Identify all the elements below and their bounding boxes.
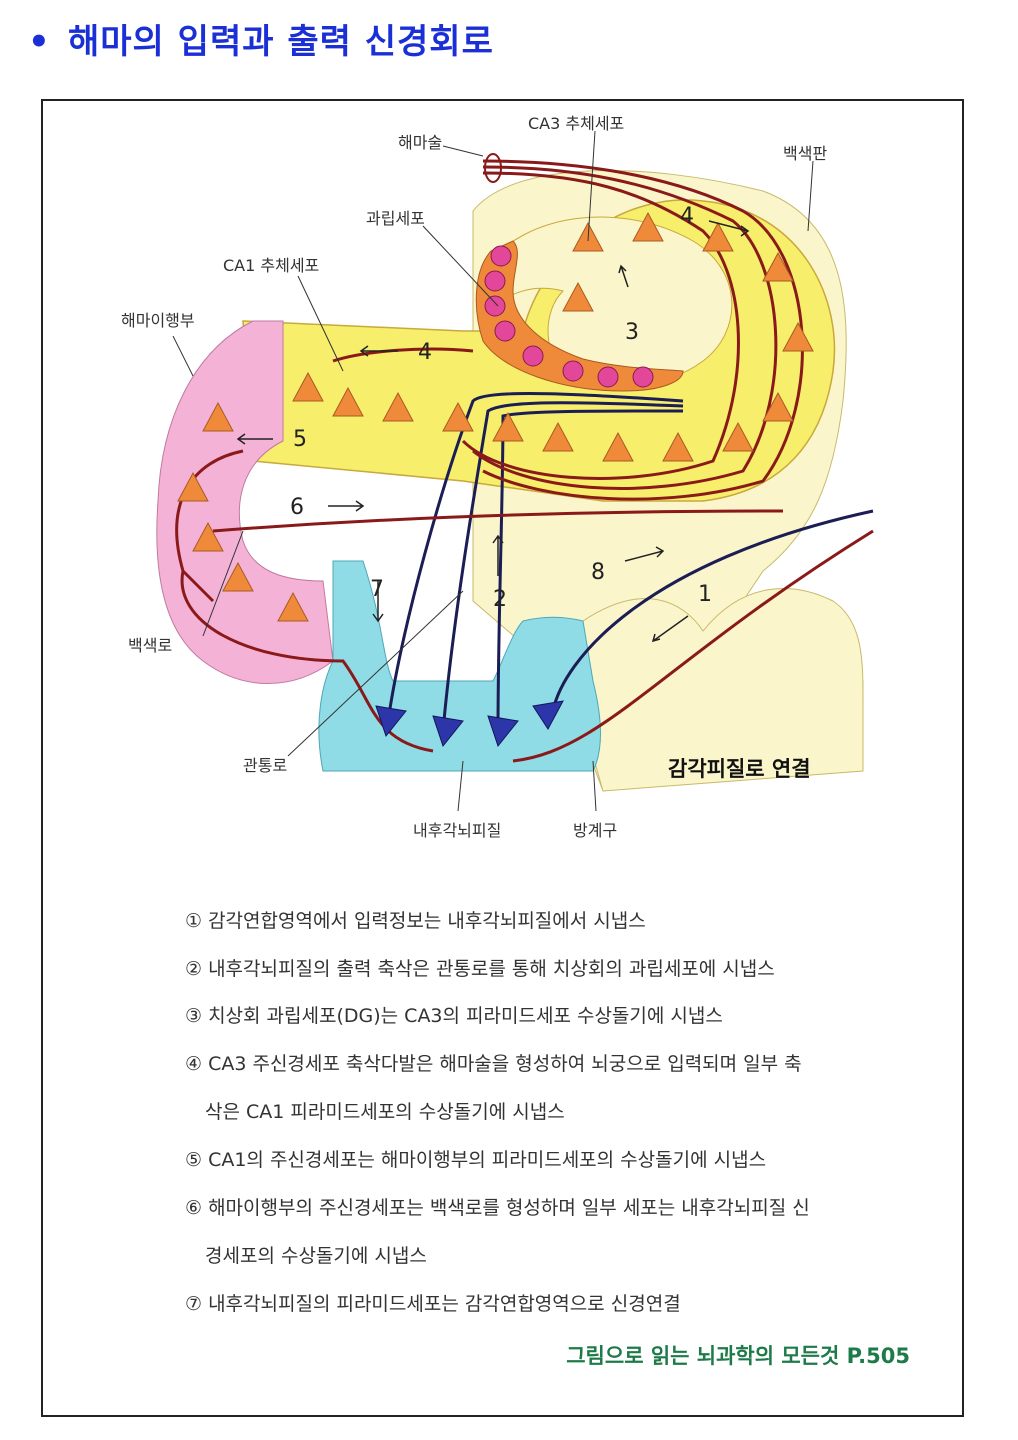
note-6b: 경세포의 수상돌기에 시냅스 (205, 1245, 427, 1267)
orange-pyramidal-cells (177, 211, 814, 622)
pathway-num-2: 2 (493, 587, 507, 612)
label-subiculum: 해마이행부 (121, 311, 195, 330)
pathway-num-6: 6 (290, 495, 304, 520)
note-4b: 삭은 CA1 피라미드세포의 수상돌기에 시냅스 (205, 1101, 565, 1123)
label-sensory-link: 감각피질로 연결 (668, 757, 811, 781)
pathway-num-4a: 4 (680, 204, 694, 229)
pathway-num-4b: 4 (418, 340, 432, 365)
label-parasubiculum: 방계구 (573, 821, 617, 840)
note-1: ① 감각연합영역에서 입력정보는 내후각뇌피질에서 시냅스 (185, 910, 646, 932)
pointer-lines (172, 130, 814, 812)
title-text: 해마의 입력과 출력 신경회로 (68, 22, 494, 62)
label-fimbria: 해마술 (398, 133, 442, 152)
label-granule: 과립세포 (366, 209, 425, 228)
label-ca1: CA1 추체세포 (223, 256, 319, 275)
note-3: ③ 치상회 과립세포(DG)는 CA3의 피라미드세포 수상돌기에 시냅스 (185, 1005, 723, 1027)
note-4a: ④ CA3 주신경세포 축삭다발은 해마술을 형성하여 뇌궁으로 입력되며 일부… (185, 1053, 802, 1075)
pathway-num-3: 3 (625, 320, 639, 345)
blue-entorhinal-cells (375, 700, 564, 748)
label-alveus: 백색판 (783, 144, 827, 163)
page-title: • 해마의 입력과 출력 신경회로 (28, 14, 494, 63)
pink-subiculum (156, 320, 334, 684)
label-entorhinal: 내후각뇌피질 (413, 821, 501, 840)
note-5: ⑤ CA1의 주신경세포는 해마이행부의 피라미드세포의 수상돌기에 시냅스 (185, 1149, 767, 1171)
pathway-num-1: 1 (698, 582, 712, 607)
hippocampus-diagram: 해마술 CA3 추체세포 백색판 과립세포 CA1 추체세포 해마이행부 백색로… (121, 114, 874, 840)
label-ca3: CA3 추체세포 (528, 114, 624, 133)
source-citation: 그림으로 읽는 뇌과학의 모든것 P.505 (566, 1344, 910, 1368)
granule-cells (484, 245, 654, 388)
pathway-num-5: 5 (293, 427, 307, 452)
note-7: ⑦ 내후각뇌피질의 피라미드세포는 감각연합영역으로 신경연결 (185, 1293, 681, 1315)
pathway-num-8: 8 (591, 560, 605, 585)
pathway-arrows (236, 220, 750, 643)
title-bullet: • (28, 22, 51, 62)
pathway-num-7: 7 (370, 577, 384, 602)
fimbria-ring (484, 153, 502, 183)
label-perforant: 관통로 (243, 756, 287, 775)
label-white-path: 백색로 (128, 636, 172, 655)
note-2: ② 내후각뇌피질의 출력 축삭은 관통로를 통해 치상회의 과립세포에 시냅스 (185, 958, 775, 980)
note-6a: ⑥ 해마이행부의 주신경세포는 백색로를 형성하며 일부 세포는 내후각뇌피질 … (185, 1197, 810, 1219)
